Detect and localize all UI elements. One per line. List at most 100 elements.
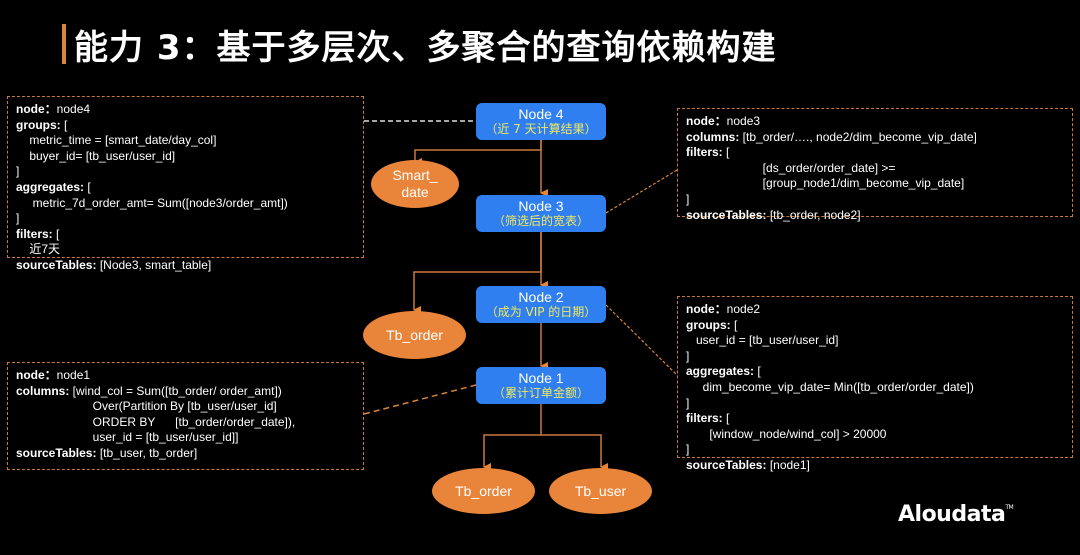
- table-tb-order-upper[interactable]: Tb_order: [363, 311, 466, 359]
- detail-value: [wind_col = Sum([tb_order/ order_amt]): [69, 383, 282, 398]
- detail-line: [window_node/wind_col] > 20000: [686, 427, 1064, 443]
- detail-line: aggregates: [: [16, 180, 355, 196]
- detail-value: [tb_order, node2]: [766, 207, 861, 222]
- detail-value: ]: [686, 442, 690, 457]
- node-2[interactable]: Node 2 （成为 VIP 的日期）: [476, 286, 606, 323]
- detail-line: user_id = [tb_user/user_id]]: [16, 430, 355, 446]
- detail-value: ORDER BY [tb_order/order_date]),: [16, 414, 296, 429]
- detail-key: groups:: [686, 317, 731, 332]
- detail-value: [: [52, 226, 60, 241]
- detail-value: ]: [686, 348, 690, 363]
- table-tb-order-lower-label: Tb_order: [455, 482, 512, 499]
- detail-value: [tb_order/…., node2/dim_become_vip_date]: [739, 129, 977, 144]
- node-4[interactable]: Node 4 （近 7 天计算结果）: [476, 103, 606, 140]
- table-smart-date-line2: date: [401, 184, 429, 200]
- detail-value: [node1]: [766, 457, 810, 472]
- detail-line: ]: [686, 396, 1064, 412]
- detail-line: ]: [686, 349, 1064, 365]
- detail-value: [: [730, 317, 738, 332]
- detail-value: ]: [16, 164, 20, 179]
- detail-value: 近7天: [16, 242, 61, 257]
- detail-value: node1: [56, 368, 91, 382]
- detail-value: [group_node1/dim_become_vip_date]: [686, 176, 965, 191]
- node-2-desc: （成为 VIP 的日期）: [485, 305, 597, 319]
- detail-line: node：node4: [16, 102, 355, 118]
- detail-line: [group_node1/dim_become_vip_date]: [686, 176, 1064, 192]
- detail-line: filters: [: [686, 145, 1064, 161]
- node-2-name: Node 2: [518, 289, 564, 305]
- detail-key: node：: [16, 368, 57, 382]
- node-3-desc: （筛选后的宽表）: [492, 214, 589, 228]
- detail-key: aggregates:: [686, 364, 755, 379]
- detail-line: ]: [686, 442, 1064, 458]
- detail-key: node：: [16, 102, 57, 116]
- detail-line: [ds_order/order_date] >=: [686, 161, 1064, 177]
- detail-value: buyer_id= [tb_user/user_id]: [16, 148, 176, 163]
- detail-line: metric_time = [smart_date/day_col]: [16, 133, 355, 149]
- detail-line: sourceTables: [node1]: [686, 458, 1064, 474]
- detail-value: [ds_order/order_date] >=: [686, 160, 896, 175]
- callout-node2: [605, 304, 678, 376]
- table-smart-date[interactable]: Smart_ date: [371, 160, 459, 208]
- detail-value: ]: [686, 395, 690, 410]
- detail-line: node：node2: [686, 302, 1064, 318]
- detail-value: node3: [726, 114, 761, 128]
- detail-line: sourceTables: [Node3, smart_table]: [16, 258, 355, 274]
- detail-value: metric_7d_order_amt= Sum([node3/order_am…: [16, 195, 288, 210]
- logo-text: Aloudata: [898, 502, 1006, 527]
- edge-node4-smart-date: [414, 140, 542, 166]
- detail-key: filters:: [686, 145, 723, 160]
- detail-line: ORDER BY [tb_order/order_date]),: [16, 415, 355, 431]
- table-tb-user[interactable]: Tb_user: [549, 468, 652, 514]
- detail-value: node2: [726, 302, 761, 316]
- detail-line: 近7天: [16, 242, 355, 258]
- node-1-name: Node 1: [518, 370, 564, 386]
- detail-value: [Node3, smart_table]: [96, 257, 212, 272]
- detail-line: filters: [: [686, 411, 1064, 427]
- node-4-desc: （近 7 天计算结果）: [485, 122, 597, 136]
- detail-line: columns: [tb_order/…., node2/dim_become_…: [686, 130, 1064, 146]
- detail-line: ]: [16, 211, 355, 227]
- detail-key: sourceTables:: [686, 457, 767, 472]
- detail-value: user_id = [tb_user/user_id]: [686, 333, 839, 348]
- detail-key: groups:: [16, 117, 61, 132]
- edge-node1-tb-order: [483, 403, 542, 471]
- detail-line: sourceTables: [tb_user, tb_order]: [16, 446, 355, 462]
- node-3-name: Node 3: [518, 198, 564, 214]
- detail-key: columns:: [686, 129, 740, 144]
- table-smart-date-line1: Smart_: [392, 167, 438, 183]
- node-1-desc: （累计订单金额）: [492, 386, 589, 400]
- table-tb-user-label: Tb_user: [574, 482, 627, 499]
- detail-key: sourceTables:: [16, 257, 97, 272]
- detail-line: ]: [16, 164, 355, 180]
- detail-value: [tb_user, tb_order]: [96, 445, 198, 460]
- detail-line: buyer_id= [tb_user/user_id]: [16, 149, 355, 165]
- detail-key: node：: [686, 114, 727, 128]
- detail-key: sourceTables:: [686, 207, 767, 222]
- detail-line: metric_7d_order_amt= Sum([node3/order_am…: [16, 196, 355, 212]
- detail-line: filters: [: [16, 227, 355, 243]
- detail-value: [window_node/wind_col] > 20000: [686, 426, 887, 441]
- detail-line: groups: [: [686, 318, 1064, 334]
- detail-line: columns: [wind_col = Sum([tb_order/ orde…: [16, 384, 355, 400]
- title-accent-bar: [62, 24, 66, 64]
- detail-key: columns:: [16, 383, 70, 398]
- node-3[interactable]: Node 3 （筛选后的宽表）: [476, 195, 606, 232]
- table-tb-order-lower[interactable]: Tb_order: [432, 468, 535, 514]
- detail-value: node4: [56, 102, 91, 116]
- table-tb-order-upper-label: Tb_order: [386, 326, 443, 343]
- node-1[interactable]: Node 1 （累计订单金额）: [476, 367, 606, 404]
- detail-value: ]: [16, 211, 20, 226]
- detail-key: filters:: [16, 226, 53, 241]
- detail-line: Over(Partition By [tb_user/user_id]: [16, 399, 355, 415]
- detail-value: Over(Partition By [tb_user/user_id]: [16, 399, 277, 414]
- detail-value: [: [722, 411, 730, 426]
- detail-line: aggregates: [: [686, 364, 1064, 380]
- detail-value: ]: [686, 191, 690, 206]
- page-title: 能力 3：基于多层次、多聚合的查询依赖构建: [74, 28, 777, 68]
- detail-key: node：: [686, 302, 727, 316]
